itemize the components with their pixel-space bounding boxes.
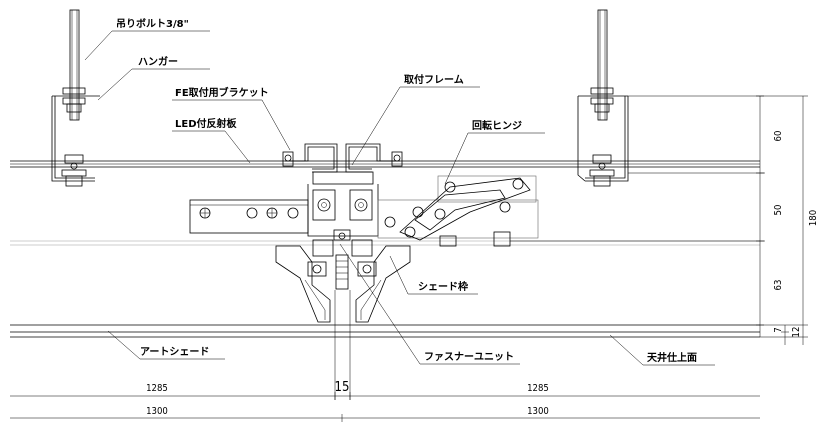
center-lines [334,290,351,400]
dim-7: 7 [773,327,784,332]
label-shade-frame: シェード枠 [418,280,468,293]
dim-1285-left: 1285 [146,383,168,394]
mount-frame [282,143,403,237]
dim-60: 60 [773,131,784,142]
hinge-bar-left [189,199,309,234]
dim-50: 50 [773,205,784,216]
rotary-hinge [377,175,539,247]
horizontal-dimensions [10,392,760,422]
dim-1300-left: 1300 [146,406,168,417]
dim-63: 63 [773,280,784,291]
leaders [84,30,715,366]
reflector-panel-lines [10,160,760,168]
label-fe-bracket: FE取付用ブラケット [175,86,269,99]
label-art-shade: アートシェード [140,346,209,358]
shade-frame [275,229,411,323]
label-mount-frame: 取付フレーム [404,73,464,86]
dim-1300-right: 1300 [527,406,549,417]
hanging-bolt-left [51,9,100,187]
label-hanging-bolt: 吊りボルト3/8" [116,17,189,30]
vertical-dimensions [510,95,808,345]
label-led-reflector: LED付反射板 [175,117,238,130]
dim-12: 12 [791,327,802,338]
shade-frame-lines [10,240,760,246]
dim-1285-right: 1285 [527,383,549,394]
label-hanger: ハンガー [138,55,178,68]
label-fastener-unit: ファスナーユニット [424,351,514,363]
label-rotary-hinge: 回転ヒンジ [472,119,522,132]
label-ceiling-surface: 天井仕上面 [647,351,697,364]
art-shade-lines [10,324,760,338]
dim-180: 180 [808,210,819,226]
dim-15: 15 [335,380,350,395]
hanging-bolt-right [577,9,629,187]
